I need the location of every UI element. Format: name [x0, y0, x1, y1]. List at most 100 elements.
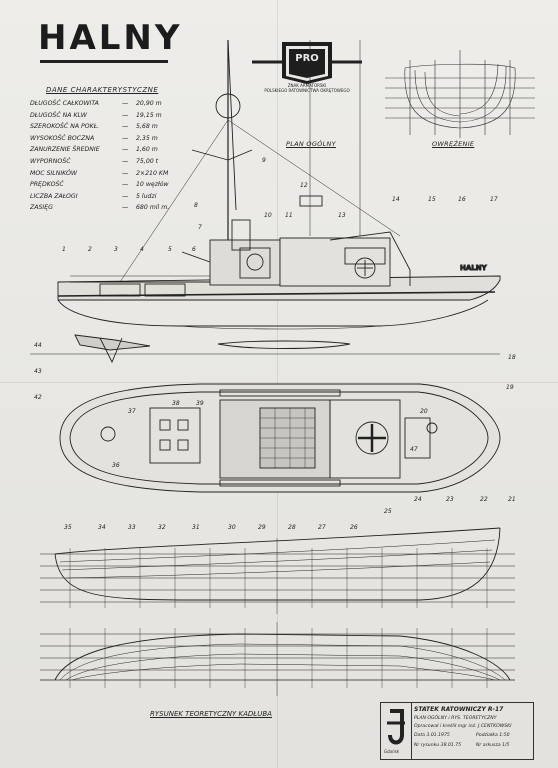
callout-number: 25	[384, 508, 392, 515]
body-plan-drawing	[385, 50, 535, 138]
spec-value: 75,00 t	[136, 158, 159, 165]
callout-number: 44	[34, 342, 42, 349]
scale-label: Podziałka	[476, 733, 498, 738]
callout-number: 36	[112, 462, 120, 469]
callout-number: 20	[420, 408, 428, 415]
spec-row: ZASIĘG — 680 mil m.	[30, 204, 200, 211]
callout-number: 43	[34, 368, 42, 375]
spec-row: LICZBA ZAŁOGI — 5 ludzi	[30, 193, 200, 200]
callout-number: 10	[264, 212, 272, 219]
spec-row: PRĘDKOŚĆ—10 węzłów	[30, 181, 200, 188]
title-block-line3: Opracował i kreślił mgr inż. J.CENTKOWSK…	[414, 724, 512, 729]
spec-row: ZANURZENIE ŚREDNIE — 1,60 m	[30, 146, 200, 153]
pro-emblem: PRO	[252, 42, 362, 84]
spec-label: PRĘDKOŚĆ	[30, 181, 64, 189]
drawing-no-value: 38.01.75	[440, 743, 462, 748]
callout-number: 28	[288, 524, 296, 531]
spec-label: WYSOKOŚĆ BOCZNA	[30, 134, 95, 142]
sheet-label: Nr arkusza	[476, 743, 501, 748]
title-block-place: Gdańsk	[384, 749, 400, 754]
callout-number: 8	[194, 202, 198, 209]
spec-value: 2×210 KM	[136, 169, 169, 177]
title-block-date: Data 3.01.1975	[414, 733, 450, 738]
spec-label: MOC SILNIKÓW	[30, 169, 78, 177]
body-plan-label: OWRĘŻENIE	[432, 140, 475, 148]
spec-value: 5,68 m	[136, 123, 158, 131]
spec-dash: —	[122, 146, 129, 154]
callout-number: 13	[338, 212, 346, 219]
emblem-caption-line2: POLSKIEGO RATOWNICTWA OKRĘTOWEGO	[264, 88, 350, 93]
title-block-sheet: Nr arkusza 1/5	[476, 743, 510, 748]
callout-number: 19	[506, 384, 514, 391]
shipyard-logo	[387, 703, 412, 759]
callout-number: 7	[198, 224, 202, 231]
title-block-drawing-no: Nr rysunku 38.01.75	[414, 743, 461, 748]
callout-number: 1	[62, 246, 66, 253]
spec-dash: —	[122, 158, 129, 165]
spec-dash: —	[122, 192, 129, 200]
callout-number: 47	[410, 446, 418, 453]
lines-plan-title: RYSUNEK TEORETYCZNY KADŁUBA	[150, 710, 272, 718]
specs-heading: DANE CHARAKTERYSTYCZNE	[46, 86, 159, 94]
spec-value: 20,90 m	[136, 100, 162, 107]
spec-value: 19,15 m	[136, 111, 162, 119]
callout-number: 31	[192, 524, 200, 531]
drawing-no-label: Nr rysunku	[414, 743, 440, 748]
spec-value: 1,60 m	[136, 146, 158, 154]
emblem-letters: PRO	[295, 53, 319, 64]
callout-number: 9	[262, 157, 266, 164]
lines-plan-halfbreadth	[40, 622, 515, 696]
spec-row: DŁUGOŚĆ CAŁKOWITA—20,90 m	[30, 100, 200, 107]
spec-label: DŁUGOŚĆ NA KLW	[30, 111, 87, 119]
spec-label: LICZBA ZAŁOGI	[30, 192, 78, 200]
spec-dash: —	[122, 204, 129, 212]
spec-label: SZEROKOŚĆ NA POKŁ.	[30, 123, 100, 131]
emblem-caption: ZNAK ARMATORSKI POLSKIEGO RATOWNICTWA OK…	[252, 83, 362, 93]
spec-label: ZASIĘG	[30, 204, 53, 212]
callout-number: 4	[140, 246, 144, 253]
date-value: 3.01.1975	[426, 733, 450, 738]
spec-dash: —	[122, 134, 129, 142]
callout-number: 18	[508, 354, 516, 361]
ship-side-profile: HALNY	[30, 39, 501, 364]
spec-dash: —	[122, 123, 129, 131]
spec-value: 2,35 m	[136, 134, 158, 142]
spec-label: ZANURZENIE ŚREDNIE	[30, 146, 100, 154]
callout-number: 14	[392, 196, 400, 203]
callout-number: 23	[446, 496, 454, 503]
spec-dash: —	[122, 181, 129, 189]
callout-number: 22	[480, 496, 488, 503]
page-title: HALNY	[38, 18, 183, 58]
title-block-scale: Podziałka 1:50	[476, 733, 510, 738]
sheet-value: 1/5	[502, 743, 510, 748]
callout-number: 24	[414, 496, 422, 503]
spec-dash: —	[122, 169, 129, 177]
callout-number: 29	[258, 524, 266, 531]
scale-value: 1:50	[499, 733, 510, 738]
lines-plan-profile	[40, 527, 515, 614]
callout-number: 16	[458, 196, 466, 203]
title-block-line2: PLAN OGÓLNY i RYS. TEORETYCZNY	[414, 716, 497, 721]
ship-plan-view	[59, 383, 501, 493]
callout-number: 26	[350, 524, 358, 531]
spec-dash: —	[122, 111, 129, 119]
general-plan-label: PLAN OGÓLNY	[286, 140, 336, 148]
callout-number: 39	[196, 400, 204, 407]
callout-number: 5	[168, 246, 172, 253]
callout-number: 33	[128, 524, 136, 531]
callout-number: 2	[88, 246, 92, 253]
callout-number: 37	[128, 408, 136, 415]
callout-number: 42	[34, 394, 42, 401]
spec-value: 680 mil m.	[136, 204, 170, 212]
emblem-caption-line1: ZNAK ARMATORSKI	[287, 83, 327, 88]
callout-number: 38	[172, 400, 180, 407]
spec-row: WYPORNOŚĆ — 75,00 t	[30, 158, 200, 165]
title-block-line1: STATEK RATOWNICZY R-17	[414, 706, 504, 713]
title-underline	[40, 60, 168, 63]
callout-number: 12	[300, 182, 308, 189]
spec-label: WYPORNOŚĆ	[30, 158, 71, 165]
title-block: STATEK RATOWNICZY R-17 PLAN OGÓLNY i RYS…	[380, 702, 534, 760]
callout-number: 30	[228, 524, 236, 531]
spec-value: 5 ludzi	[136, 192, 157, 200]
